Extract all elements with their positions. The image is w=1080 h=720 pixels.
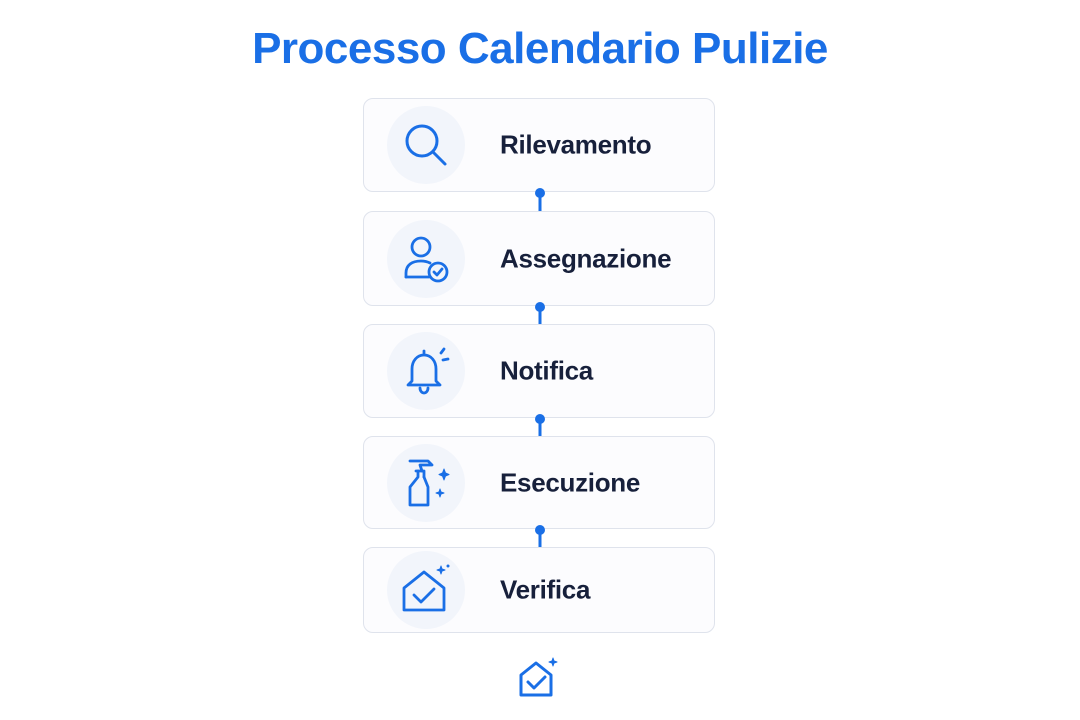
spray-bottle-icon	[387, 443, 465, 522]
step-label: Verifica	[500, 574, 591, 605]
bell-icon	[387, 332, 465, 410]
step-esecuzione: Esecuzione	[363, 436, 715, 529]
step-notifica: Notifica	[363, 324, 715, 418]
search-icon	[387, 106, 465, 184]
house-check-icon	[515, 655, 561, 701]
house-check-icon	[387, 551, 465, 629]
step-label: Rilevamento	[500, 129, 652, 160]
connector	[533, 300, 547, 326]
step-assegnazione: Assegnazione	[363, 211, 715, 306]
step-label: Notifica	[500, 355, 593, 386]
connector	[533, 186, 547, 212]
connector	[533, 412, 547, 438]
page-title: Processo Calendario Pulizie	[252, 24, 828, 73]
user-check-icon	[387, 219, 465, 298]
step-verifica: Verifica	[363, 547, 715, 633]
step-rilevamento: Rilevamento	[363, 98, 715, 192]
connector	[533, 523, 547, 549]
step-label: Assegnazione	[500, 243, 672, 273]
step-label: Esecuzione	[500, 467, 641, 497]
